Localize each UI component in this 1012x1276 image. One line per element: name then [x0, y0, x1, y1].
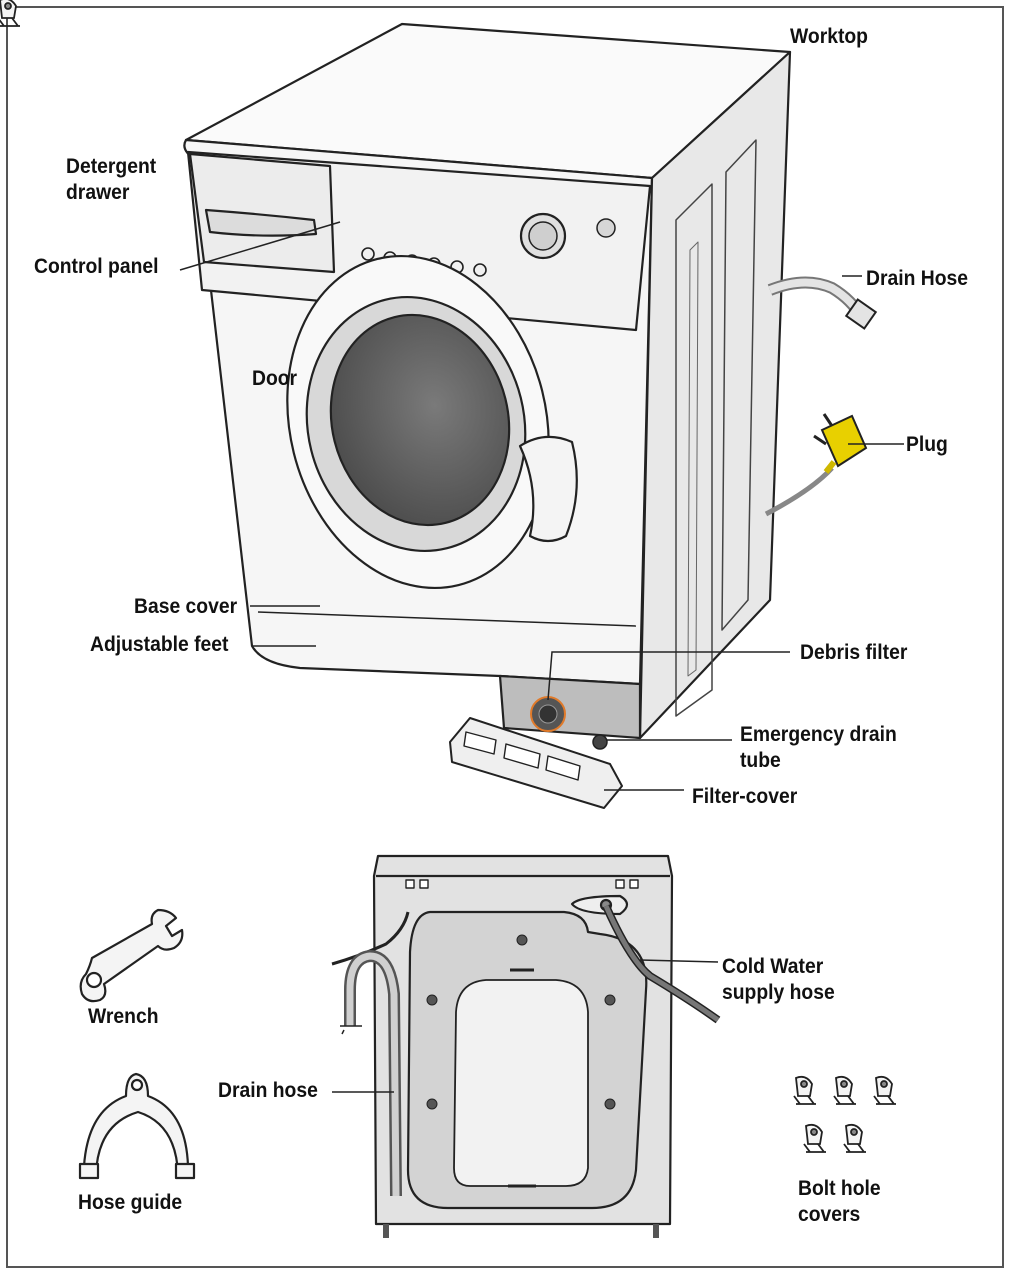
label-adjustable-feet: Adjustable feet: [90, 633, 229, 656]
washing-machine-front: [183, 22, 792, 750]
label-plug: Plug: [906, 433, 948, 456]
emergency-drain-cap: [592, 734, 608, 750]
wrench-icon: [79, 908, 184, 1003]
filter-cover-part: [449, 717, 623, 809]
label-cold-water-line1: Cold Water: [722, 955, 824, 978]
drain-hose-coil: [767, 276, 878, 330]
cold-water-hose: [602, 904, 721, 1024]
plug-cable: [764, 413, 868, 517]
detergent-drawer-shape: [188, 152, 336, 274]
label-emergency-drain-line2: tube: [740, 749, 781, 772]
water-inlet: [570, 894, 629, 916]
side-panel: [638, 50, 792, 740]
label-debris-filter: Debris filter: [800, 641, 908, 664]
filter-housing: [498, 674, 642, 740]
bolt-hole-cover-icon: [0, 0, 20, 27]
label-wrench: Wrench: [88, 1005, 159, 1028]
back-drain-hose: [331, 911, 410, 1197]
label-drain-hose-back: Drain hose: [218, 1079, 318, 1102]
hose-guide-icon: [78, 1072, 196, 1180]
label-bolt-hole-line1: Bolt hole: [798, 1177, 881, 1200]
door-glass: [329, 313, 511, 527]
label-door: Door: [252, 367, 298, 390]
bolt-hole-cover-icons: [0, 0, 897, 1153]
door-handle: [518, 435, 578, 543]
label-detergent-drawer-line1: Detergent: [66, 155, 157, 178]
label-cold-water-line2: supply hose: [722, 981, 835, 1004]
label-drain-hose-top: Drain Hose: [866, 267, 969, 290]
label-worktop: Worktop: [790, 25, 868, 48]
label-base-cover: Base cover: [134, 595, 238, 618]
label-detergent-drawer-line2: drawer: [66, 181, 130, 204]
diagram-frame: [6, 6, 1004, 1268]
label-filter-cover: Filter-cover: [692, 785, 798, 808]
label-emergency-drain-line1: Emergency drain: [740, 723, 897, 746]
label-control-panel: Control panel: [34, 255, 159, 278]
washing-machine-back: [372, 854, 674, 1238]
label-bolt-hole-line2: covers: [798, 1203, 861, 1226]
label-hose-guide: Hose guide: [78, 1191, 183, 1214]
leader-lines: [179, 221, 904, 1093]
